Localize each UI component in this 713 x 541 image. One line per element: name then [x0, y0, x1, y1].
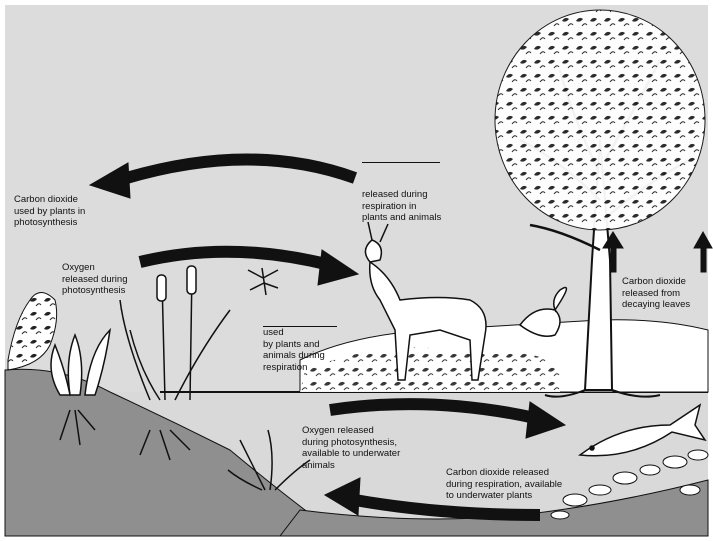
- water-plant-icon: [50, 327, 112, 446]
- cattail-icon: [119, 265, 231, 461]
- squirrel-icon: [518, 286, 568, 337]
- fish-icon: [578, 403, 707, 457]
- label-co2-underwater: Carbon dioxide released during respirati…: [446, 467, 563, 501]
- arrow-oxygen-to-animals: [138, 245, 332, 271]
- label-co2-used-by-plants: Carbon dioxide used by plants in photosy…: [14, 194, 86, 228]
- arrow-underwater-oxygen: [329, 398, 537, 424]
- blank-line: [362, 162, 440, 163]
- deer-icon: [364, 221, 487, 381]
- tree-icon: [494, 9, 706, 398]
- arrow-co2-to-plants-head: [88, 162, 131, 199]
- arrows: [88, 153, 713, 521]
- arrow-underwater-oxygen-head: [525, 401, 567, 439]
- arrow-oxygen-to-animals-head: [317, 249, 360, 286]
- label-oxygen-released: Oxygen released during photosynthesis: [62, 262, 128, 296]
- arrow-decay-right-head: [693, 230, 713, 249]
- bush-icon: [7, 292, 58, 371]
- arrow-underwater-co2: [353, 494, 541, 521]
- label-co2-from-decaying-leaves: Carbon dioxide released from decaying le…: [622, 276, 691, 310]
- label-used-by-plants-animals: used by plants and animals during respir…: [263, 304, 337, 385]
- pebbles: [550, 449, 709, 520]
- label-released-during-respiration: released during respiration in plants an…: [362, 162, 442, 224]
- label-released-text: released during respiration in plants an…: [362, 189, 442, 223]
- leaf-litter: [300, 347, 560, 392]
- arrow-underwater-co2-head: [323, 477, 361, 516]
- label-oxygen-underwater: Oxygen released during photosynthesis, a…: [302, 425, 401, 471]
- blank-line: [263, 316, 337, 327]
- label-used-rest: by plants and animals during respiration: [263, 338, 325, 373]
- arrow-co2-to-plants: [118, 153, 358, 186]
- label-used-first: used: [263, 327, 284, 338]
- arrow-decay-left-head: [602, 231, 624, 249]
- dragonfly-icon: [247, 267, 279, 296]
- underwater-plant-icon: [227, 429, 311, 491]
